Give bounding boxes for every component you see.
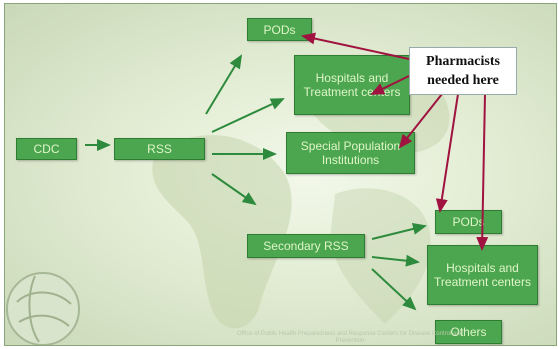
node-secondary-rss: Secondary RSS xyxy=(247,234,365,258)
slide: CDC RSS PODs Hospitals and Treatment cen… xyxy=(4,3,557,346)
node-special-population: Special Population Institutions xyxy=(286,132,415,174)
node-pods-bottom: PODs xyxy=(435,210,502,234)
pharmacists-callout: Pharmacists needed here xyxy=(409,47,517,95)
node-others: Others xyxy=(435,320,502,344)
node-cdc: CDC xyxy=(16,138,77,160)
node-rss: RSS xyxy=(114,138,205,160)
node-pods-top: PODs xyxy=(247,18,312,41)
node-hospitals-top: Hospitals and Treatment centers xyxy=(294,55,410,115)
node-hospitals-bottom: Hospitals and Treatment centers xyxy=(427,245,538,305)
footer-credit: Office of Public Health Preparedness and… xyxy=(236,331,463,344)
globe-logo-icon xyxy=(6,272,80,345)
